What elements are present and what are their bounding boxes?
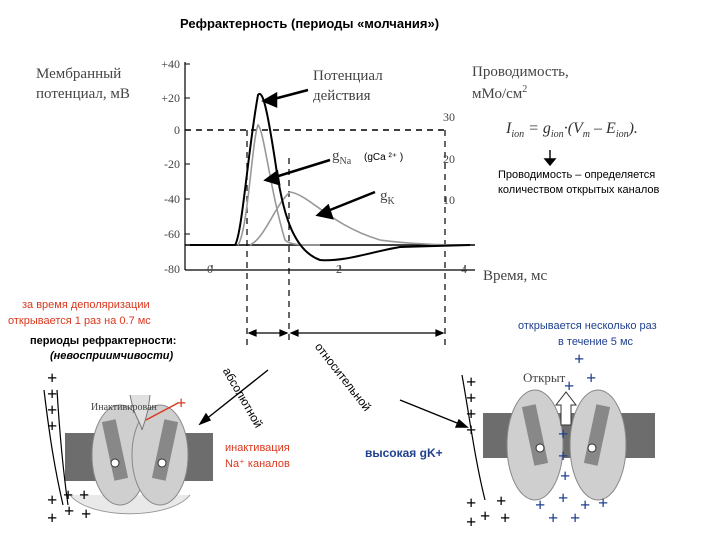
- svg-text:+: +: [466, 388, 476, 408]
- svg-text:+: +: [558, 446, 568, 466]
- gna-curve: [237, 123, 321, 246]
- svg-text:+: +: [548, 508, 558, 528]
- right-tick: 30: [443, 110, 455, 124]
- gk-label: gK: [380, 188, 395, 207]
- svg-text:+: +: [47, 384, 57, 404]
- gca-label: (gCa ²⁺ ): [364, 152, 404, 163]
- open-label: Открыт: [523, 370, 566, 385]
- svg-text:+: +: [574, 349, 584, 369]
- svg-text:+: +: [560, 466, 570, 486]
- right-note-line2: в течение 5 мс: [558, 336, 634, 348]
- svg-text:+: +: [466, 512, 476, 532]
- svg-text:+: +: [496, 491, 506, 511]
- svg-text:+: +: [466, 404, 476, 424]
- conductance-formula: Iion = gion·(Vm – Eion).: [506, 120, 638, 141]
- svg-text:+: +: [586, 368, 596, 388]
- svg-text:+: +: [570, 508, 580, 528]
- inactivation-line1: инактивация: [225, 442, 290, 454]
- high-gk-label: высокая gK+: [365, 446, 443, 460]
- right-label-line1: Проводимость,: [472, 64, 569, 80]
- y-tick: +20: [161, 91, 180, 105]
- svg-text:+: +: [580, 495, 590, 515]
- svg-text:+: +: [558, 488, 568, 508]
- svg-text:+: +: [47, 368, 57, 388]
- svg-text:+: +: [47, 490, 57, 510]
- conductance-note-line2: количеством открытых каналов: [498, 184, 660, 196]
- svg-text:+: +: [47, 400, 57, 420]
- y-tick: -60: [164, 227, 180, 241]
- ylabel-line1: Мембранный: [36, 66, 122, 82]
- svg-text:+: +: [63, 485, 73, 505]
- svg-text:+: +: [558, 424, 568, 444]
- right-label-line2: мМо/см2: [472, 84, 528, 102]
- svg-text:+: +: [466, 420, 476, 440]
- y-tick: -20: [164, 157, 180, 171]
- left-note-line2: открывается 1 раз на 0.7 мс: [8, 315, 151, 327]
- xlabel: Время, мс: [483, 268, 548, 284]
- gna-label: gNa: [332, 148, 352, 167]
- svg-text:+: +: [564, 376, 574, 396]
- x-tick: 2: [336, 262, 342, 276]
- x-tick: 4: [461, 262, 467, 276]
- svg-text:+: +: [598, 493, 608, 513]
- svg-text:+: +: [500, 508, 510, 528]
- right-tick: 10: [443, 193, 455, 207]
- refractory-line1: периоды рефрактерности:: [30, 335, 177, 347]
- svg-text:+: +: [480, 506, 490, 526]
- right-note-line1: открывается несколько раз: [518, 320, 657, 332]
- y-tick: -80: [164, 262, 180, 276]
- left-note-line1: за время деполяризации: [22, 299, 150, 311]
- inactivated-label: Инактивирован: [91, 402, 157, 413]
- svg-text:+: +: [79, 485, 89, 505]
- svg-text:+: +: [81, 504, 91, 524]
- svg-text:+: +: [535, 495, 545, 515]
- y-tick: -40: [164, 192, 180, 206]
- page-title: Рефрактерность (периоды «молчания»): [180, 16, 440, 31]
- y-tick: +40: [161, 57, 180, 71]
- inactivation-line2: Na⁺ каналов: [225, 458, 290, 470]
- svg-text:+: +: [466, 372, 476, 392]
- right-tick: 20: [443, 152, 455, 166]
- refractory-line2: (невосприимчивости): [50, 350, 174, 362]
- svg-text:+: +: [47, 508, 57, 528]
- ap-label-line1: Потенциал: [313, 68, 383, 84]
- ap-label-line2: действия: [313, 88, 371, 104]
- conductance-note-line1: Проводимость – определяется: [498, 169, 656, 181]
- svg-text:+: +: [47, 416, 57, 436]
- svg-text:+: +: [64, 501, 74, 521]
- svg-text:+: +: [466, 493, 476, 513]
- x-tick: 0: [207, 262, 213, 276]
- ylabel-line2: потенциал, мВ: [36, 86, 130, 102]
- action-potential-curve: [190, 92, 471, 262]
- svg-text:+: +: [176, 393, 186, 413]
- y-tick: 0: [174, 123, 180, 137]
- open-arrow-icon: [554, 391, 578, 426]
